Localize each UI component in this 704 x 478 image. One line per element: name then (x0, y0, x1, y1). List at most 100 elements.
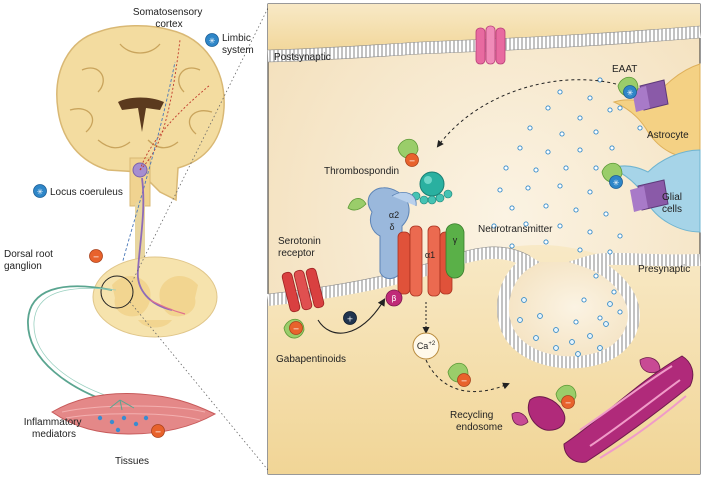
neurotransmitter-dot (557, 89, 563, 95)
neurotransmitter-dot (609, 145, 615, 151)
postsynaptic-receptor (475, 25, 506, 65)
neurotransmitter-dot (607, 107, 613, 113)
vesicle (587, 333, 593, 339)
neurotransmitter-dot (527, 125, 533, 131)
astrocyte-label: Astrocyte (647, 130, 689, 141)
limbic-facilitation-badge: ✳ (205, 33, 219, 47)
minus-icon: − (409, 157, 416, 166)
star-icon: ✳ (627, 89, 634, 98)
vesicle (569, 339, 575, 345)
presynaptic-label: Presynaptic (638, 264, 690, 275)
neurotransmitter-dot (577, 247, 583, 253)
neurotransmitter-dot (573, 207, 579, 213)
calcium-ion: Ca+2 (412, 332, 440, 360)
neurotransmitter-dot (563, 165, 569, 171)
neurotransmitter-dot (617, 105, 623, 111)
neurotransmitter-dot (597, 77, 603, 83)
neurotransmitter-dot (581, 297, 587, 303)
inflammatory-mediators-label: Inflammatory mediators (24, 417, 85, 440)
neurotransmitter-label: Neurotransmitter (478, 224, 553, 235)
neurotransmitter-dot (573, 319, 579, 325)
neurotransmitter-particles (491, 77, 643, 325)
brain-illustration (56, 24, 225, 267)
locus-coeruleus-label: Locus coeruleus (50, 187, 123, 198)
synapse-panel: Ca+2 − ✳ ✳ − + (267, 3, 701, 475)
neurotransmitter-dot (543, 203, 549, 209)
neurotransmitter-dot (577, 115, 583, 121)
locus-coeruleus-badge: ✳ (33, 184, 47, 198)
postsynaptic-label: Postsynaptic (274, 52, 331, 63)
neurotransmitter-dot (523, 221, 529, 227)
neurotransmitter-dot (545, 105, 551, 111)
star-icon: ✳ (613, 179, 620, 188)
glial-transporter (630, 179, 669, 212)
delta-label: δ (389, 222, 394, 232)
vesicle (517, 317, 523, 323)
neurotransmitter-dot (491, 223, 497, 229)
neurotransmitter-dot (509, 205, 515, 211)
neurotransmitter-dot (617, 309, 623, 315)
eaat-label: EAAT (612, 64, 637, 75)
recycling-endosome-label: Recycling endosome (450, 410, 503, 433)
neurotransmitter-dot (545, 149, 551, 155)
alpha1-label: α1 (425, 250, 435, 260)
minus-icon: − (293, 325, 300, 334)
thrombospondin-inhibition-badge: − (405, 153, 419, 167)
neurotransmitter-dot (517, 145, 523, 151)
limbic-system-label: Limbic system (222, 33, 254, 56)
drg-magnifier-circle (100, 275, 134, 309)
vesicle (597, 345, 603, 351)
neurotransmitter-dot (593, 273, 599, 279)
neurotransmitter-dot (637, 125, 643, 131)
thrombospondin-label: Thrombospondin (324, 166, 399, 177)
plus-icon: + (347, 315, 354, 324)
glial-facilitation-badge: ✳ (609, 175, 623, 189)
serotonin-plus-badge: + (343, 311, 357, 325)
vesicle (521, 297, 527, 303)
gabapentinoids-label: Gabapentinoids (276, 354, 346, 365)
neurotransmitter-dot (597, 315, 603, 321)
tissue-inhibition-badge: − (151, 424, 165, 438)
neurotransmitter-dot (611, 289, 617, 295)
neurotransmitter-dot (587, 189, 593, 195)
minus-icon: − (155, 428, 162, 437)
vesicle (533, 335, 539, 341)
neurotransmitter-dot (497, 187, 503, 193)
glial-cells-label: Glial cells (662, 192, 685, 215)
neurotransmitter-dot (525, 185, 531, 191)
tissues-label: Tissues (115, 456, 149, 467)
star-icon: ✳ (37, 188, 44, 197)
beta-subunit (385, 289, 403, 307)
endosome-inhibition-badge: − (561, 395, 575, 409)
minus-icon: − (461, 377, 468, 386)
neurotransmitter-dot (503, 165, 509, 171)
minus-icon: − (565, 399, 572, 408)
beta-label: β (391, 294, 396, 303)
neurotransmitter-dot (603, 211, 609, 217)
vesicle (553, 327, 559, 333)
vesicle (607, 301, 613, 307)
neurotransmitter-dot (607, 249, 613, 255)
minus-icon: − (93, 253, 100, 262)
neurotransmitter-dot (617, 233, 623, 239)
alpha2-label: α2 (389, 210, 399, 220)
calcium-label: Ca+2 (417, 341, 436, 351)
neurotransmitter-dot (509, 243, 515, 249)
neurotransmitter-dot (587, 95, 593, 101)
vesicle (553, 345, 559, 351)
gamma-label: γ (453, 235, 458, 245)
eaat-facilitation-badge: ✳ (623, 85, 637, 99)
neurotransmitter-dot (587, 229, 593, 235)
synaptic-vesicles (517, 297, 613, 357)
muscle-tissue (51, 393, 217, 435)
spinal-cord-section (92, 256, 218, 338)
vesicle (537, 313, 543, 319)
neurotransmitter-dot (557, 223, 563, 229)
drg-inhibition-badge: − (89, 249, 103, 263)
neurotransmitter-dot (543, 239, 549, 245)
neurotransmitter-dot (593, 129, 599, 135)
neurotransmitter-dot (593, 165, 599, 171)
cleft-inhibition-badge: − (457, 373, 471, 387)
